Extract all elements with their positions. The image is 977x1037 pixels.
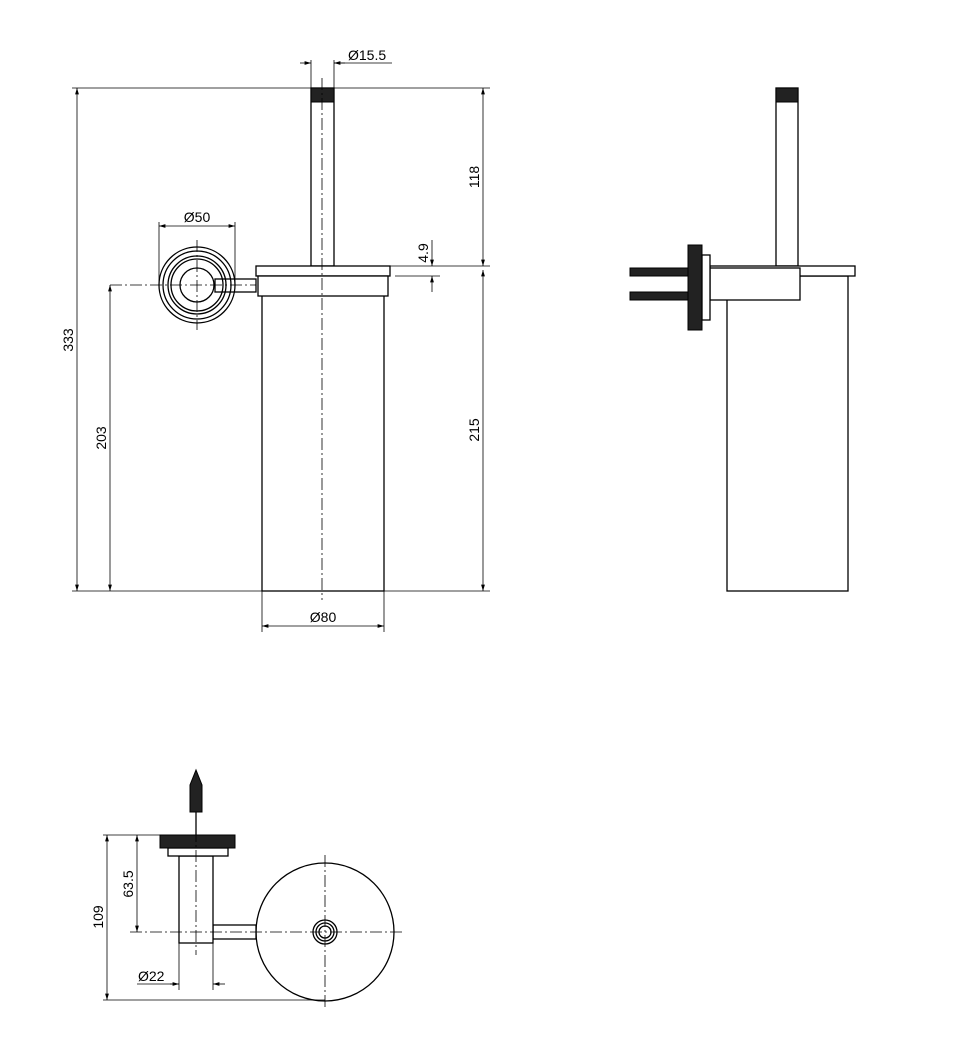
- dim-total-height: 333: [60, 328, 76, 352]
- dim-cup-height: 215: [466, 418, 482, 442]
- dim-handle-diameter: Ø15.5: [348, 47, 386, 63]
- front-view: 333 203 118 215 4.9 Ø15.5 Ø50 Ø80: [60, 47, 490, 632]
- brush-handle: [775, 87, 799, 267]
- lid: [255, 265, 391, 277]
- lid-collar: [257, 275, 389, 297]
- dim-tube-diameter: Ø22: [138, 968, 165, 984]
- bracket: [709, 267, 801, 301]
- dim-lid-thickness: 4.9: [415, 243, 431, 263]
- wall-screws: [629, 267, 689, 301]
- top-view: 109 63.5 Ø22: [90, 768, 405, 1010]
- wall-plug: [189, 768, 203, 813]
- dim-wall-plate-diameter: Ø50: [184, 209, 211, 225]
- cup: [726, 275, 849, 592]
- dim-holder-height: 203: [93, 426, 109, 450]
- wall-plate: [687, 244, 703, 331]
- wall-plate: [159, 834, 236, 849]
- dim-depth: 109: [90, 905, 106, 929]
- handle-thread: [310, 87, 335, 103]
- dim-handle-height: 118: [466, 166, 482, 189]
- dim-axis-offset: 63.5: [120, 870, 136, 897]
- brush-handle: [310, 87, 335, 267]
- dim-cup-diameter: Ø80: [310, 609, 337, 625]
- side-view: [629, 87, 856, 592]
- cup: [261, 275, 385, 592]
